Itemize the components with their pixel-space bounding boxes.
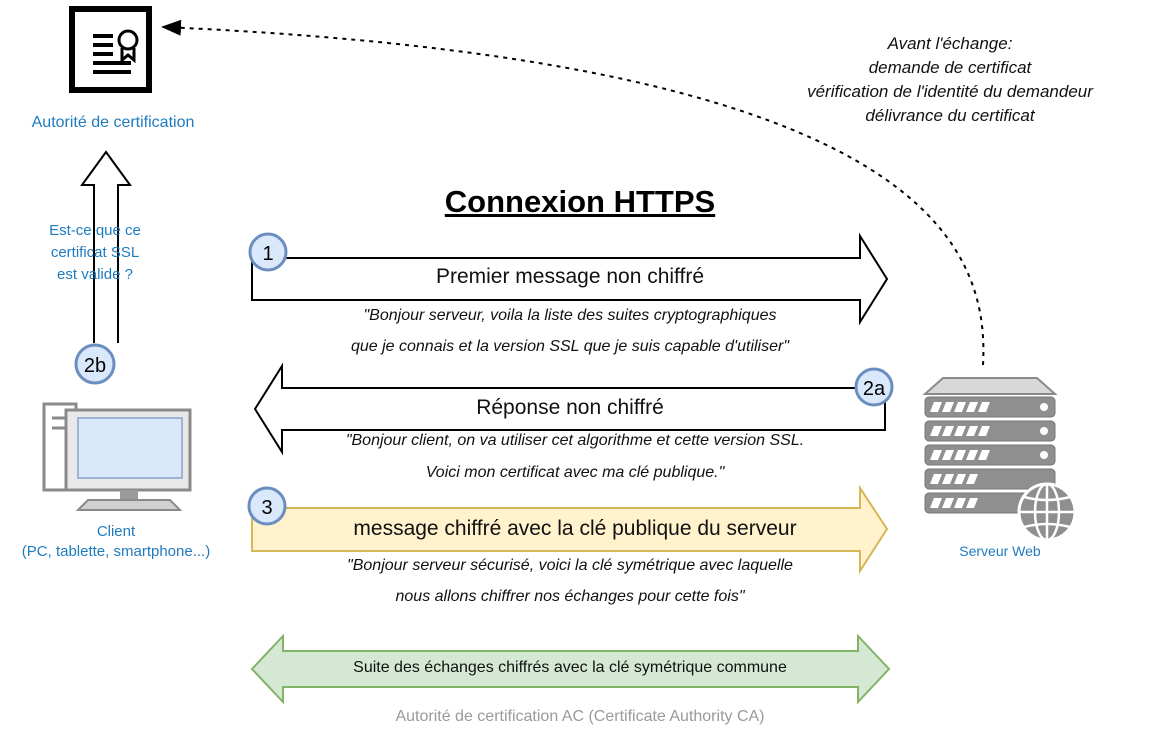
ca-label: Autorité de certification	[31, 114, 195, 131]
symmetric-exchange-arrow	[250, 633, 891, 705]
step2b-badge: 2b	[74, 343, 116, 385]
client-label: Client (PC, tablette, smartphone...)	[21, 523, 211, 560]
step2a-arrow	[253, 362, 886, 456]
step1-title: Premier message non chiffré	[435, 265, 705, 288]
server-label: Serveur Web	[959, 543, 1041, 559]
certificate-icon	[69, 6, 152, 93]
diagram-title: Connexion HTTPS	[444, 184, 716, 219]
globe-icon	[1017, 482, 1077, 542]
step3-arrow	[251, 484, 889, 575]
step3-title: message chiffré avec la clé publique du …	[353, 517, 797, 540]
certificate-request-arrow	[161, 19, 985, 366]
before-exchange-note: Avant l'échange: demande de certificat v…	[807, 34, 1093, 125]
svg-text:2b: 2b	[84, 355, 106, 377]
step2a-message: "Bonjour client, on va utiliser cet algo…	[345, 432, 805, 481]
ca-validation-question: Est-ce que ce certificat SSL est valide …	[49, 222, 141, 283]
svg-text:2a: 2a	[863, 378, 886, 400]
caption: Autorité de certification AC (Certificat…	[395, 708, 765, 725]
validation-up-arrow	[80, 150, 132, 343]
client-computer-icon	[42, 402, 192, 511]
step1-arrow	[251, 232, 889, 326]
web-server-icon	[922, 377, 1077, 542]
step2a-badge: 2a	[854, 367, 894, 407]
step2a-title: Réponse non chiffré	[476, 396, 664, 419]
step1-message: "Bonjour serveur, voila la liste des sui…	[350, 307, 790, 355]
svg-text:3: 3	[261, 497, 272, 519]
step3-message: "Bonjour serveur sécurisé, voici la clé …	[347, 557, 793, 605]
step1-badge: 1	[248, 232, 288, 272]
symmetric-exchange-label: Suite des échanges chiffrés avec la clé …	[353, 659, 787, 676]
svg-text:1: 1	[262, 243, 273, 265]
step3-badge: 3	[247, 486, 287, 526]
